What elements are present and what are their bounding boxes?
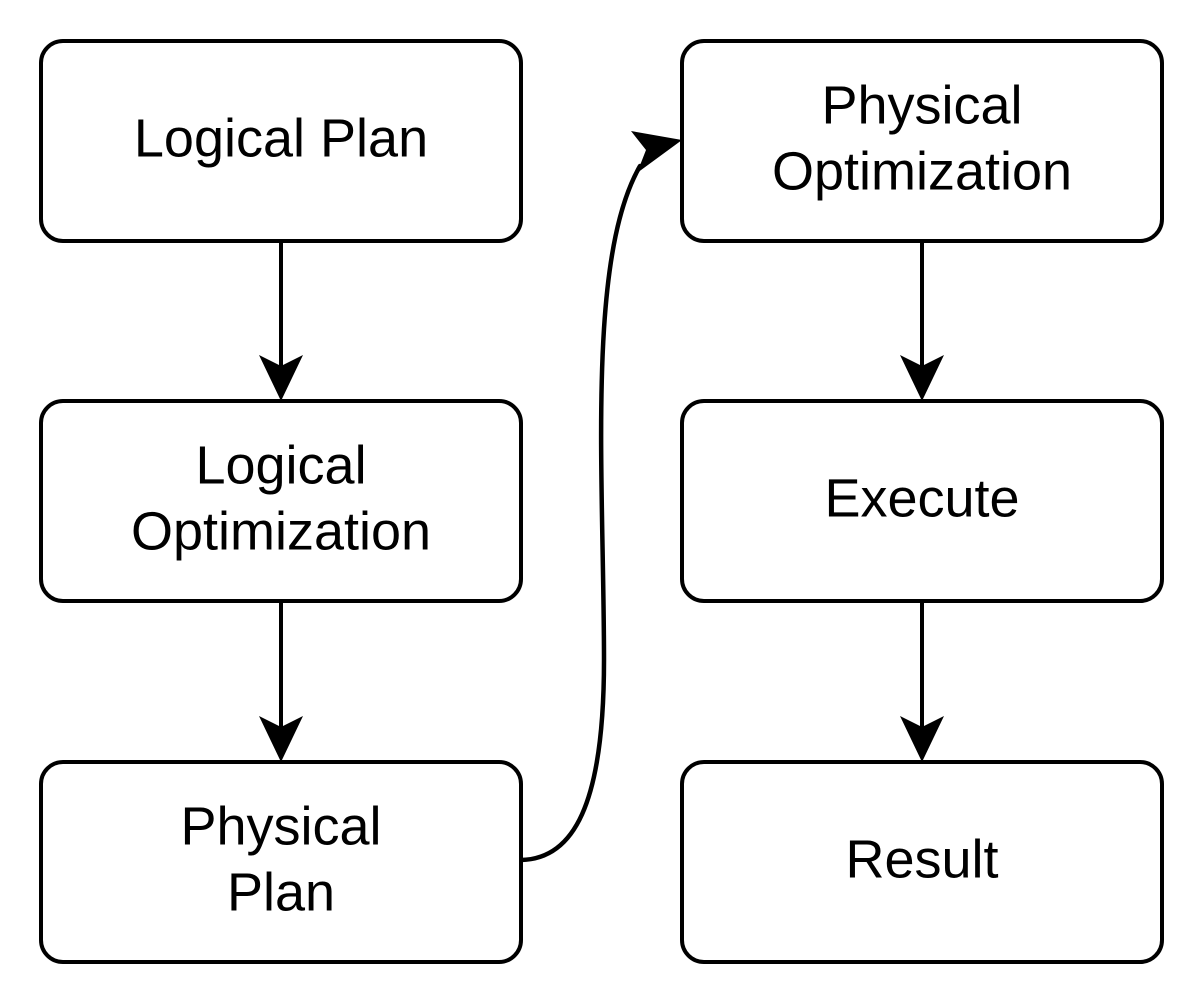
node-physical-plan[interactable]: Physical Plan [39,760,523,964]
edge-logical-plan-to-logical-optimization [259,241,303,401]
node-shape[interactable] [39,760,523,964]
edge-curve [518,163,643,863]
node-label-line1: Logical Plan [134,108,428,168]
edge-physical-optimization-to-execute [900,241,944,401]
node-label-line1: Result [845,829,998,889]
node-label-line2: Optimization [131,501,431,561]
node-execute[interactable]: Execute [680,399,1164,603]
edge-logical-optimization-to-physical-plan [259,601,303,762]
edge-execute-to-result [900,601,944,762]
arrow-head-icon [259,716,303,762]
arrow-head-icon [900,355,944,401]
node-label-line1: Physical [180,796,381,856]
node-label-line1: Execute [824,468,1019,528]
arrow-head-icon [631,131,682,173]
node-logical-plan[interactable]: Logical Plan [39,39,523,243]
node-label-line1: Physical [821,75,1022,135]
node-shape[interactable] [680,39,1164,243]
node-label-line1: Logical [195,435,366,495]
node-shape[interactable] [680,760,1164,964]
edge-physical-plan-to-physical-optimization [518,131,682,863]
arrow-head-icon [900,716,944,762]
node-result[interactable]: Result [680,760,1164,964]
node-label-line2: Plan [227,862,335,922]
node-shape[interactable] [39,39,523,243]
node-shape[interactable] [680,399,1164,603]
node-physical-optimization[interactable]: Physical Optimization [680,39,1164,243]
node-logical-optimization[interactable]: Logical Optimization [39,399,523,603]
arrow-head-icon [259,355,303,401]
node-label-line2: Optimization [772,141,1072,201]
node-shape[interactable] [39,399,523,603]
